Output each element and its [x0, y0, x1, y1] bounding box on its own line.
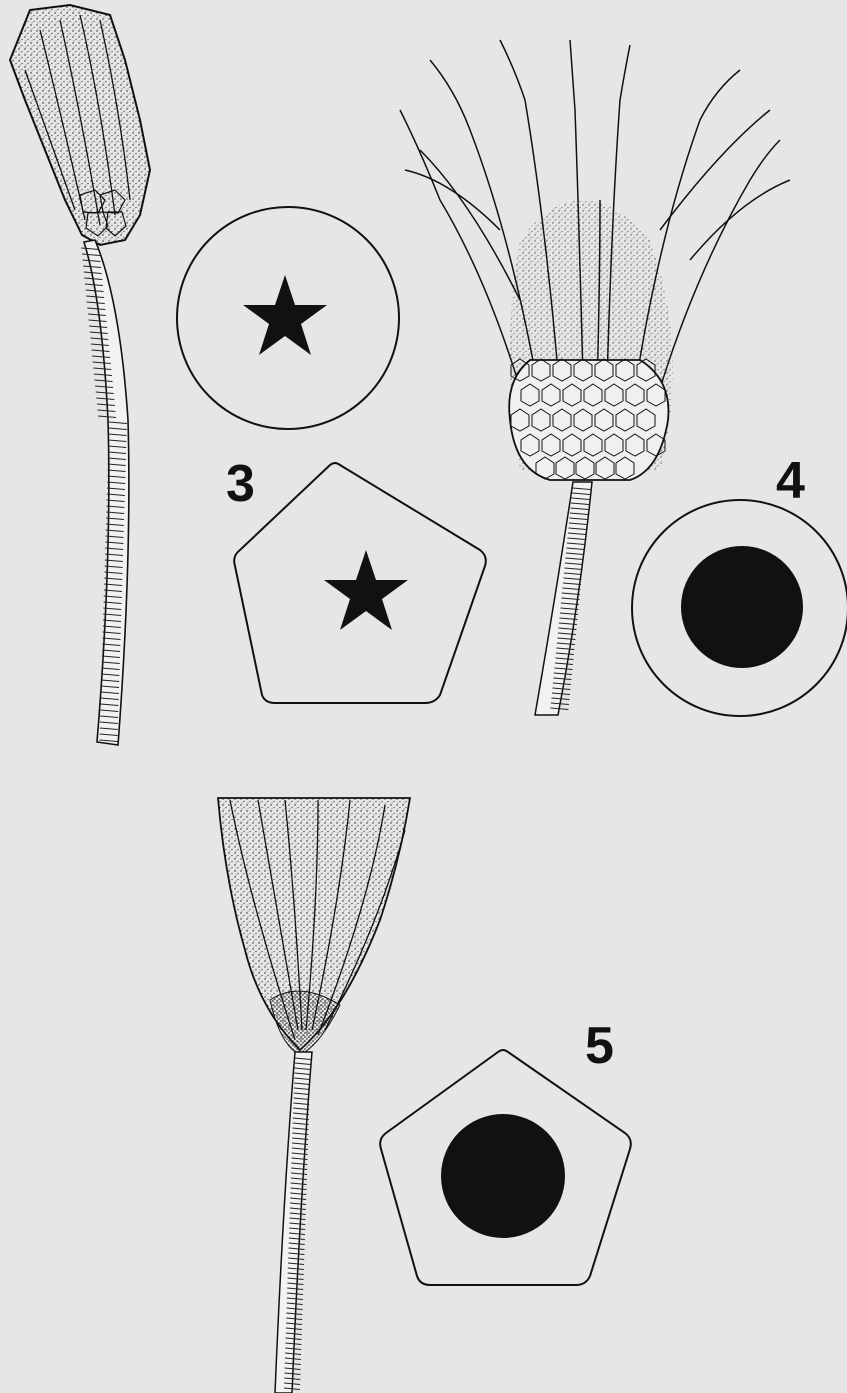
pentagonal-section-round-canal — [380, 1050, 631, 1285]
pentagonal-section-star-canal — [234, 463, 486, 703]
circular-section-round-canal — [632, 500, 847, 716]
bottom-crinoid-illustration — [218, 798, 410, 1393]
left-crinoid-crown — [10, 5, 150, 245]
figure-number-5: 5 — [585, 1020, 614, 1072]
round-canal-icon — [681, 546, 803, 668]
round-canal-icon — [441, 1114, 565, 1238]
figure-number-4: 4 — [776, 455, 805, 507]
figure-number-3: 3 — [226, 458, 255, 510]
circular-section-star-canal — [177, 207, 399, 429]
left-crinoid-stem — [84, 240, 129, 745]
left-crinoid-illustration — [10, 5, 150, 745]
